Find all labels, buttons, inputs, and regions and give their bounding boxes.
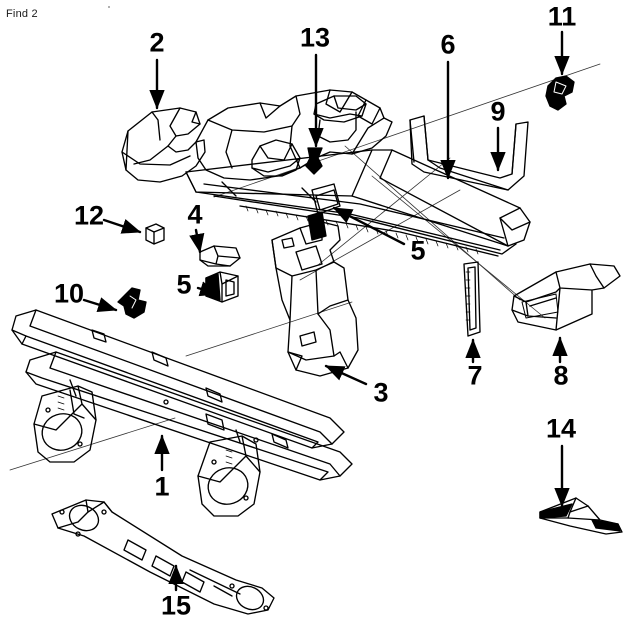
part-2-upper-panel-bracket bbox=[121, 107, 206, 183]
upper-assembly-plate bbox=[195, 89, 393, 181]
part-12-hood-latch-clip bbox=[117, 287, 147, 319]
upper-right-attachment bbox=[313, 95, 367, 143]
part-9-channel-bracket bbox=[409, 115, 529, 191]
find-label: Find 2 bbox=[6, 8, 38, 20]
callout-1[interactable]: 1 bbox=[154, 471, 170, 502]
callout-13[interactable]: 12 bbox=[73, 200, 105, 231]
callout-5-right[interactable]: 5 bbox=[410, 235, 426, 266]
part-3-side-mounting-panel bbox=[271, 221, 359, 377]
callout-4[interactable]: 4 bbox=[187, 199, 203, 230]
image-speck bbox=[108, 6, 110, 8]
part-1-radiator-support bbox=[11, 309, 353, 517]
part-1-hatching bbox=[57, 395, 233, 465]
center-dome-detail bbox=[251, 139, 301, 177]
leader-13 bbox=[102, 218, 142, 234]
leader-arrows bbox=[82, 30, 570, 592]
callout-2[interactable]: 2 bbox=[149, 27, 165, 58]
callout-6[interactable]: 7 bbox=[467, 360, 483, 391]
part-4-small-clip bbox=[199, 245, 241, 267]
callout-9[interactable]: 9 bbox=[490, 96, 506, 127]
part-6-vertical-filler-strip bbox=[463, 261, 481, 337]
rail-lower-strip bbox=[213, 195, 517, 257]
part-11-latch-bracket-outline bbox=[553, 81, 567, 95]
callout-10[interactable]: 14 bbox=[545, 413, 577, 444]
callout-14[interactable]: 13 bbox=[299, 22, 331, 53]
callout-5-left[interactable]: 5 bbox=[176, 269, 192, 300]
part-7-upper-crossmember-rail bbox=[185, 149, 531, 251]
leader-12 bbox=[82, 297, 118, 312]
part-13-grommet-cube bbox=[145, 223, 165, 245]
part-15-lower-tie-bar bbox=[51, 499, 275, 615]
part-6-hatching bbox=[465, 271, 471, 321]
part-5b-clip-body bbox=[307, 211, 327, 241]
callout-3[interactable]: 3 bbox=[373, 377, 389, 408]
callout-8[interactable]: 8 bbox=[553, 360, 569, 391]
part-8-air-duct-channel bbox=[511, 263, 621, 331]
leader-5b bbox=[332, 206, 406, 246]
leader-4 bbox=[189, 228, 205, 254]
callout-12[interactable]: 10 bbox=[53, 278, 85, 309]
callout-11[interactable]: 11 bbox=[547, 1, 577, 32]
leader-3 bbox=[324, 364, 368, 386]
part-5a-clip-shade bbox=[205, 273, 221, 301]
part-8-duct-inner bbox=[521, 293, 559, 319]
leader-5a bbox=[196, 281, 220, 297]
part-5b-retainer-clip bbox=[311, 183, 341, 215]
part-10-brace-fill bbox=[539, 503, 621, 532]
callout-15[interactable]: 15 bbox=[160, 590, 192, 621]
part-10-corner-brace bbox=[539, 497, 623, 535]
part-14-center-fastener bbox=[305, 147, 323, 175]
part-12-clip-highlight bbox=[129, 295, 137, 309]
callout-7[interactable]: 6 bbox=[440, 29, 456, 60]
